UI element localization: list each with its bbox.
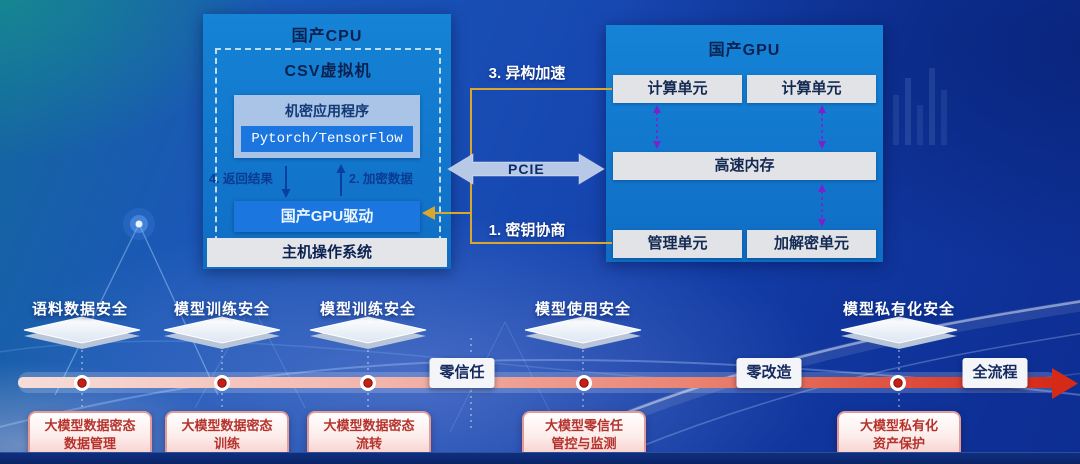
capability-box-line1: 大模型数据密态: [44, 418, 136, 433]
gpu-driver-box: 国产GPU驱动: [234, 201, 420, 232]
capability-box-asset-protection: 大模型私有化 资产保护: [837, 411, 961, 460]
step2-label: 2. 加密数据: [349, 172, 413, 186]
milestone-full-process: 全流程: [962, 358, 1028, 388]
confidential-app-label: 机密应用程序: [285, 103, 369, 119]
capability-box-line1: 大模型零信任: [544, 418, 623, 433]
bottom-strip: [0, 452, 1080, 464]
capability-box-line2: 训练: [213, 436, 240, 452]
capability-box-line2: 数据管理: [63, 436, 116, 452]
framework-chip: Pytorch/TensorFlow: [241, 126, 413, 152]
milestone-zero-trust: 零信任: [429, 358, 495, 388]
capability-box-line1: 大模型私有化: [859, 418, 938, 433]
step4-label: 4. 返回结果: [209, 172, 273, 186]
host-os-bar: 主机操作系统: [207, 238, 447, 267]
capability-box-data-management: 大模型数据密态 数据管理: [28, 411, 152, 460]
high-speed-memory: 高速内存: [613, 152, 876, 180]
stage-label-privatization-security: 模型私有化安全: [842, 301, 956, 318]
csv-vm-box: CSV虚拟机 机密应用程序 Pytorch/TensorFlow 国产GPU驱动: [215, 48, 441, 242]
compute-unit-left: 计算单元: [613, 75, 742, 103]
pcie-label: PCIE: [508, 161, 545, 177]
stage-label-usage-security: 模型使用安全: [534, 301, 632, 318]
capability-box-line2: 管控与监测: [551, 436, 617, 452]
capability-box-line1: 大模型数据密态: [323, 418, 415, 433]
capability-box-training: 大模型数据密态 训练: [165, 411, 289, 460]
capability-box-line1: 大模型数据密态: [181, 418, 273, 433]
capability-box-line2: 流转: [355, 436, 382, 452]
cpu-panel: 国产CPU CSV虚拟机 机密应用程序 Pytorch/TensorFlow 国…: [203, 14, 451, 269]
management-unit: 管理单元: [613, 230, 742, 258]
compute-unit-right: 计算单元: [747, 75, 876, 103]
gpu-title: 国产GPU: [708, 42, 781, 59]
crypto-unit: 加解密单元: [747, 230, 876, 258]
capability-box-line2: 资产保护: [872, 436, 925, 452]
step1-label: 1. 密钥协商: [488, 222, 566, 239]
stage-label-training-security-2: 模型训练安全: [319, 301, 417, 318]
step3-label: 3. 异构加速: [488, 65, 566, 82]
confidential-app-box: 机密应用程序 Pytorch/TensorFlow: [234, 95, 420, 158]
csv-vm-title: CSV虚拟机: [284, 63, 372, 80]
gpu-panel: 国产GPU 计算单元 计算单元 高速内存 管理单元 加解密单元: [606, 25, 883, 262]
stage-label-training-security-1: 模型训练安全: [173, 301, 271, 318]
stage-label-corpus-data-security: 语料数据安全: [31, 301, 129, 318]
capability-box-circulation: 大模型数据密态 流转: [307, 411, 431, 460]
cpu-title: 国产CPU: [291, 28, 363, 45]
milestone-zero-refit: 零改造: [736, 358, 802, 388]
